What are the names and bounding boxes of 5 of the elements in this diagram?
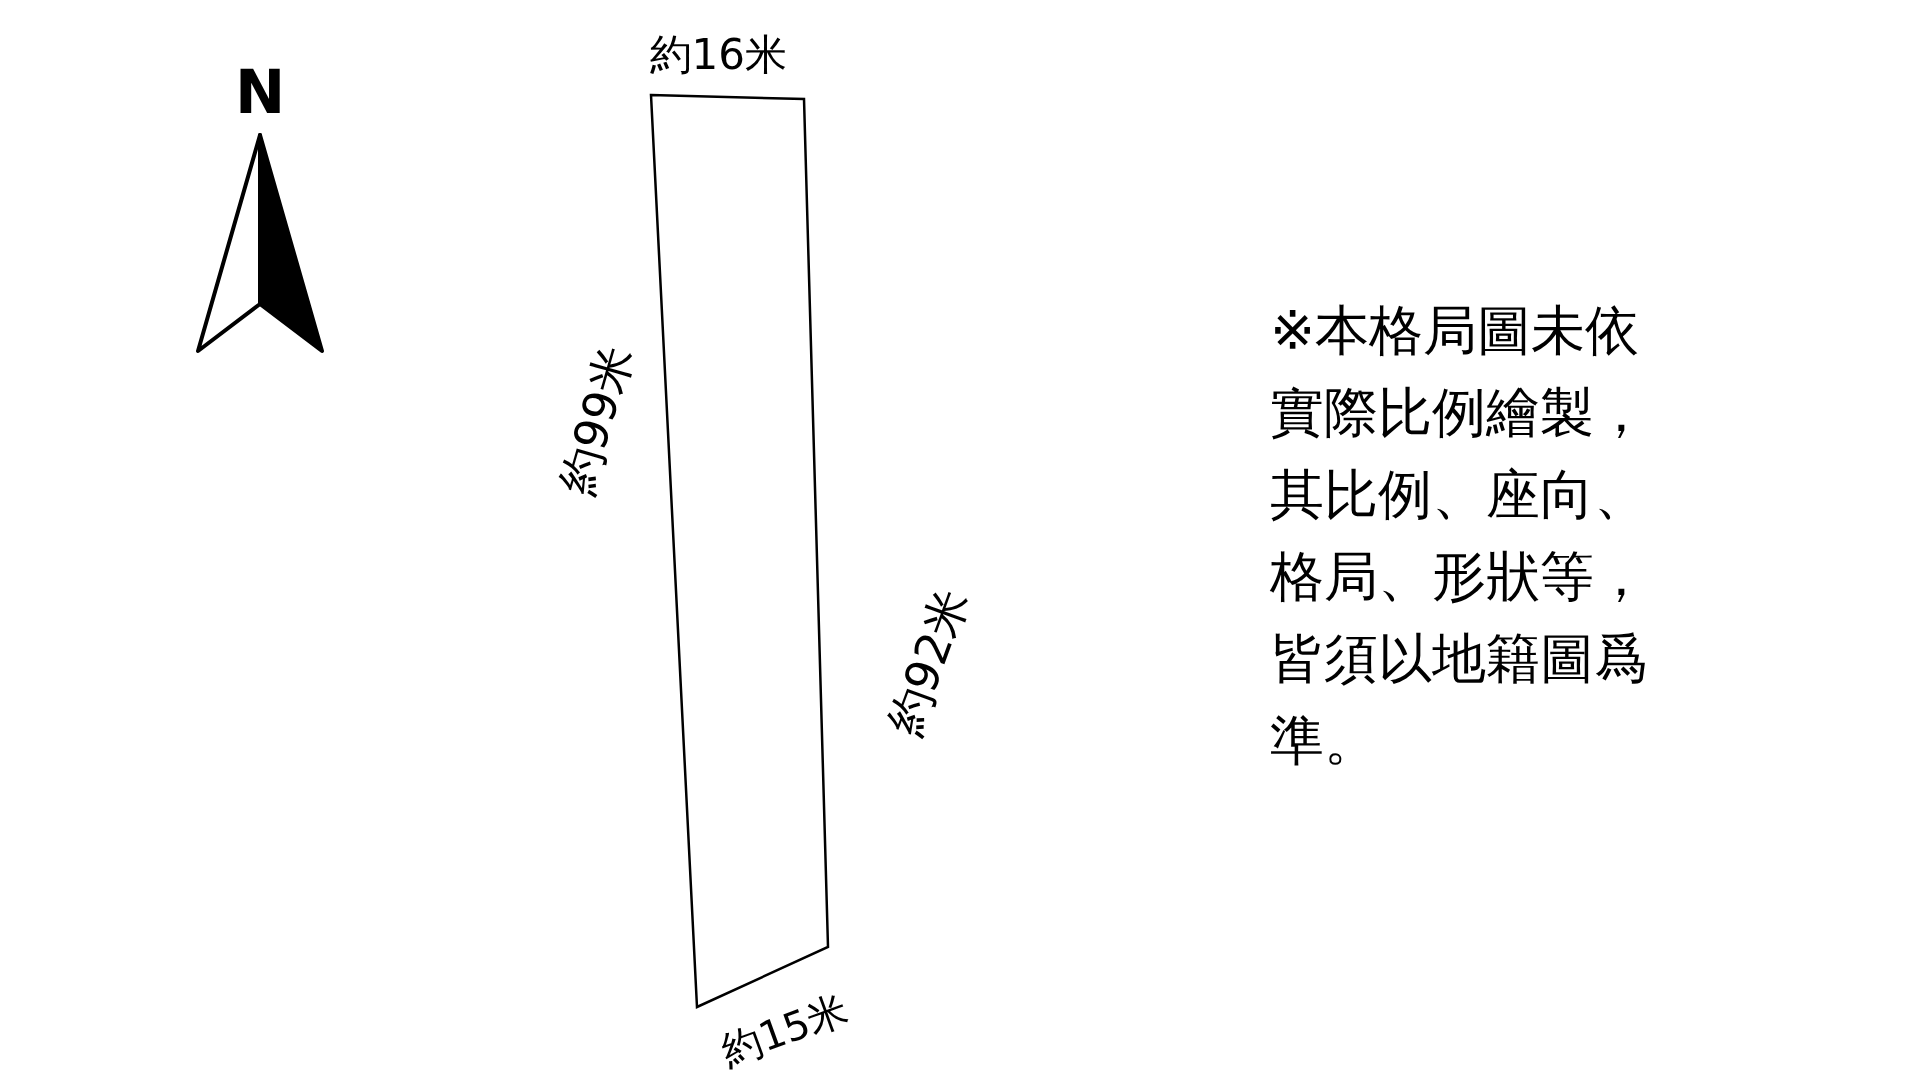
dimension-label: 約99米: [552, 341, 639, 499]
dimension-label: 約15米: [715, 988, 853, 1072]
disclaimer-note: ※本格局圖未依實際比例繪製，其比例、座向、格局、形狀等，皆須以地籍圖爲準。: [1270, 298, 1649, 774]
dimension-label: 約92米: [880, 583, 976, 741]
north-label: N: [235, 62, 286, 122]
